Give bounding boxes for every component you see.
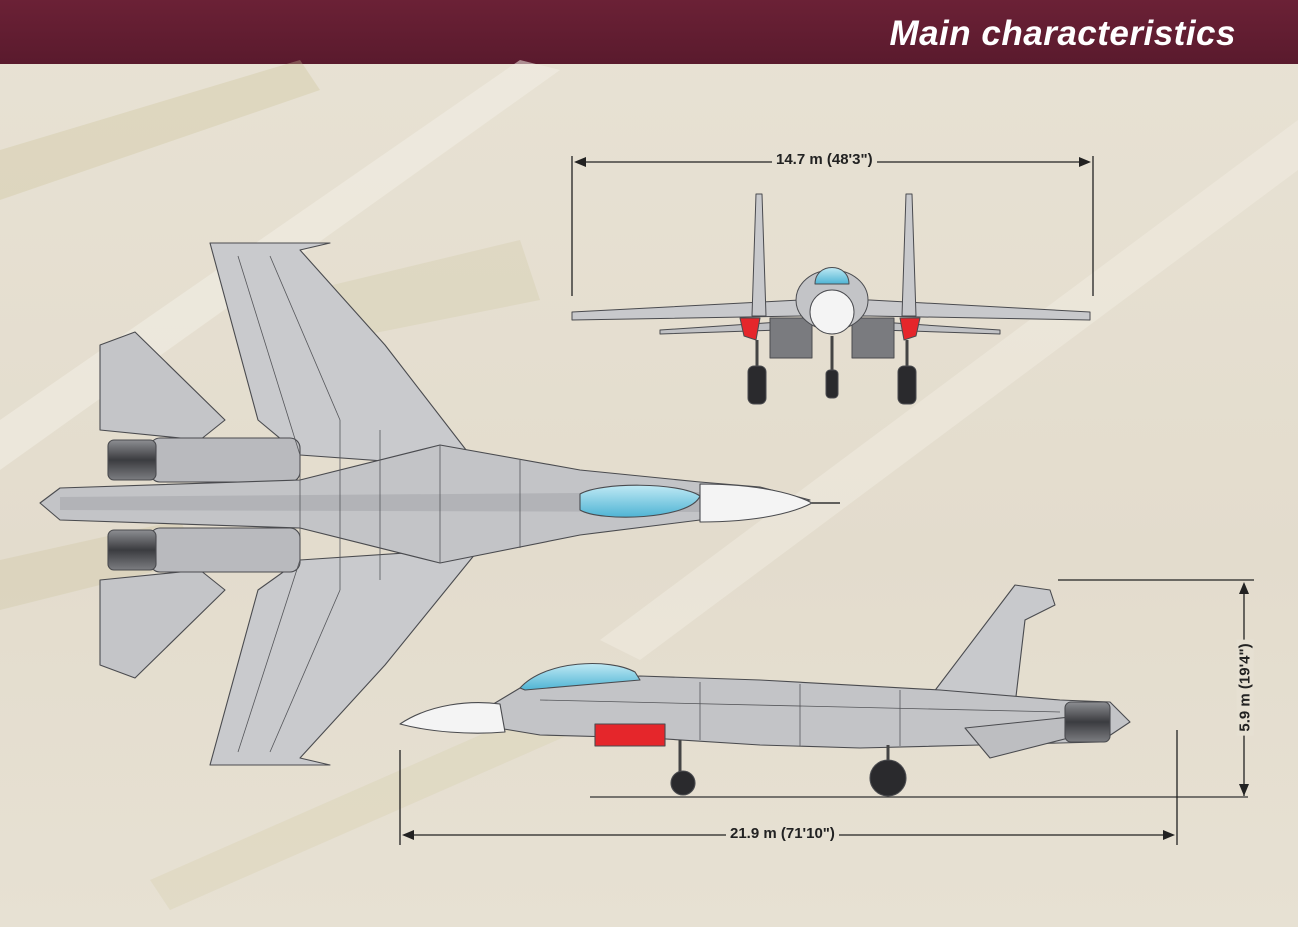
intake-red-left — [739, 317, 761, 341]
page-title: Main characteristics — [889, 14, 1236, 53]
front-view-fin-left — [751, 193, 767, 317]
top-view-canopy — [579, 484, 701, 518]
red-weapon-pod — [594, 723, 666, 747]
engine-nozzle-lower — [107, 529, 157, 571]
side-view-fin — [929, 584, 1056, 706]
front-view-canopy — [814, 267, 850, 285]
side-view-aircraft — [399, 584, 1131, 797]
top-view-aircraft — [39, 242, 840, 766]
height-label: 5.9 m (19'4") — [1236, 639, 1254, 736]
length-label: 21.9 m (71'10") — [726, 825, 839, 842]
side-view-radome — [399, 702, 506, 734]
wingspan-label: 14.7 m (48'3") — [772, 151, 877, 168]
side-view-nozzle — [1064, 701, 1111, 743]
front-view-aircraft — [571, 193, 1091, 405]
top-view-wing-upper — [209, 242, 481, 469]
front-view-radome — [809, 289, 855, 335]
side-view-canopy — [519, 663, 641, 691]
intake-red-right — [899, 317, 921, 341]
engine-nozzle-upper — [107, 439, 157, 481]
top-view-radome — [699, 483, 813, 523]
top-view-wing-lower — [209, 547, 481, 766]
front-view-fin-right — [901, 193, 917, 317]
header-bar: Main characteristics — [0, 0, 1298, 64]
